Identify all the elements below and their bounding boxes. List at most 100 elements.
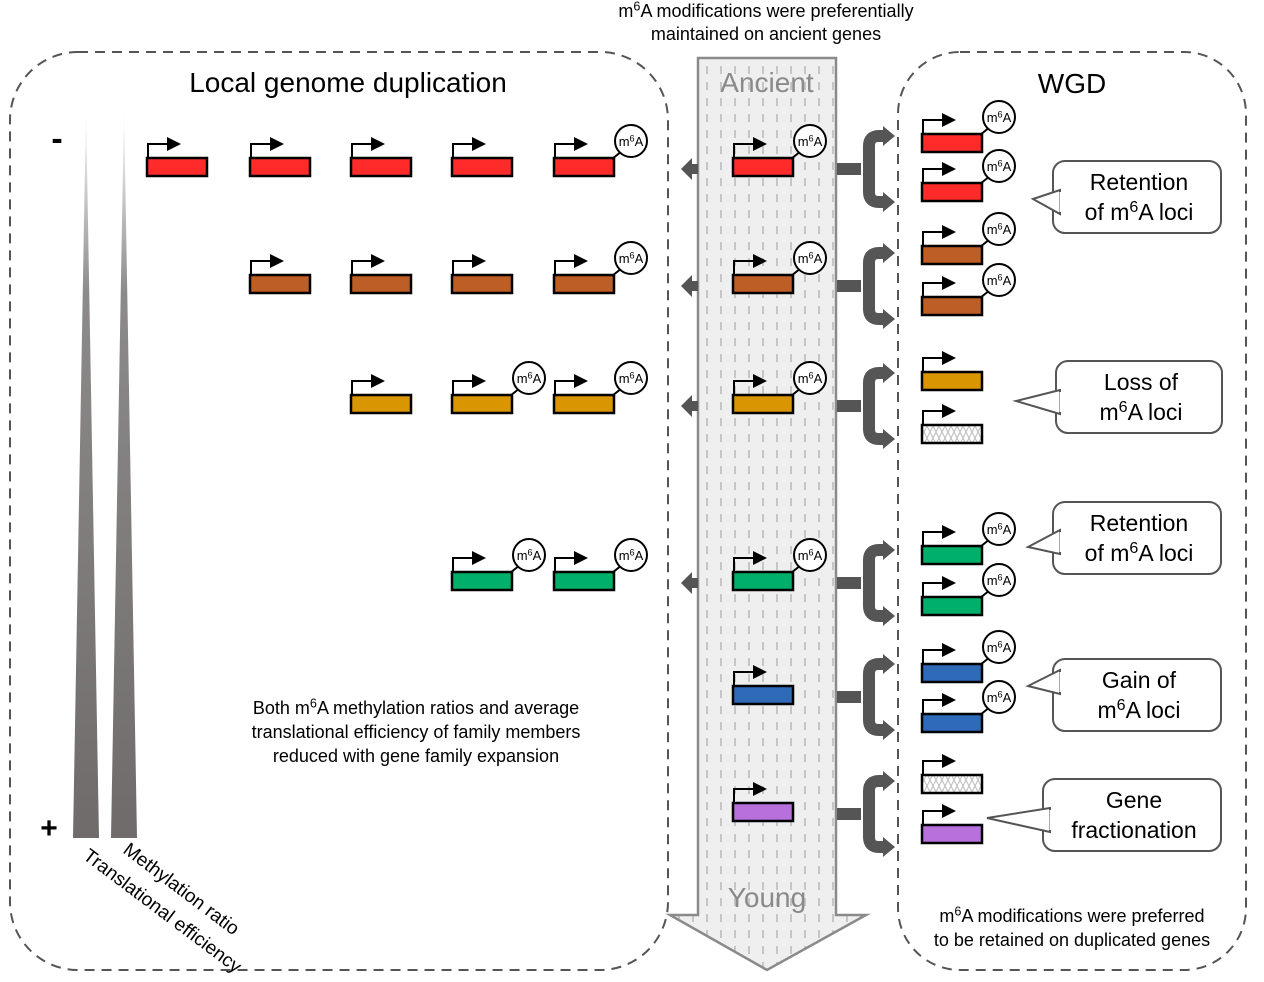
m6a-site-icon: m6A [790,124,827,160]
local-row-orange: m6A m6A [349,361,648,415]
local-summary-text: Both m6A methylation ratios and averaget… [252,697,581,766]
gene-red: m6A [731,124,827,178]
wgd-pair [920,351,984,445]
callout-text: m6A loci [1099,398,1182,425]
gene-body [450,393,514,415]
translational-efficiency-gradient [111,110,137,838]
gene-brown: m6A [552,241,648,295]
local-duplication-panel: Local genome duplication - + Methylation… [9,51,669,978]
promoter-arrow-icon [733,254,767,275]
gene-brown [450,254,514,295]
m6a-site-icon: m6A [790,361,827,397]
gene-body [349,273,413,295]
fork-arrow-icon [837,771,895,857]
m6a-label: m6A [619,250,644,266]
m6a-label: m6A [798,250,823,266]
local-row-green: m6A m6A [450,538,648,592]
m6a-site-icon: m6A [790,241,827,277]
wgd-pair [920,754,984,845]
lost-gene [920,754,984,795]
callout-text: m6A loci [1097,696,1180,723]
gene-green: m6A [552,538,648,592]
callout-text: Loss of [1104,369,1179,395]
methylation-ratio-gradient [73,110,99,838]
gene-body [731,273,795,295]
promoter-arrow-icon [351,254,385,275]
gene-body [920,181,984,203]
m6a-site-icon: m6A [979,630,1016,666]
callout-bubble: Loss of m6A loci [1012,360,1223,434]
lost-gene [920,404,984,445]
m6a-label: m6A [798,133,823,149]
promoter-arrow-icon [922,276,956,297]
callout-bubble: Retention of m6A loci [1025,501,1222,575]
promoter-arrow-icon [922,113,956,134]
m6a-site-icon: m6A [979,512,1016,548]
local-summary-line: Both m6A methylation ratios and average [253,697,579,718]
minus-label: - [51,120,62,158]
fork-arrow-icon [837,540,895,626]
top-caption-line-2: maintained on ancient genes [651,24,881,44]
m6a-label: m6A [987,689,1012,705]
gene-green: m6A [450,538,546,592]
gene-body [920,544,984,566]
gene-body [248,156,312,178]
gene-orange [349,374,413,415]
gene-body [450,273,514,295]
promoter-arrow-icon [733,137,767,158]
callout-bubble: Gain of m6A loci [1025,658,1222,732]
m6a-label: m6A [987,158,1012,174]
gene-orange: m6A [552,361,648,415]
gene-body [920,295,984,317]
fork-arrow-icon [837,243,895,329]
gene-blue [731,665,795,706]
local-row-red: m6A [145,124,648,178]
gene-body [731,801,795,823]
gene-body [920,244,984,266]
promoter-arrow-icon [554,551,588,572]
callout-text: Gene [1106,787,1162,813]
gene-red [145,137,209,178]
m6a-site-icon: m6A [979,212,1016,248]
gene-body [920,423,984,445]
m6a-site-icon: m6A [611,361,648,397]
gene-orange: m6A [731,361,827,415]
wgd-pair: m6A m6A [920,630,1016,734]
m6a-site-icon: m6A [509,361,546,397]
m6a-site-icon: m6A [611,241,648,277]
gene-red [450,137,514,178]
gene-red: m6A [920,149,1016,203]
left-arrow-icon [681,572,698,594]
m6a-site-icon: m6A [979,563,1016,599]
promoter-arrow-icon [554,374,588,395]
gene-red [349,137,413,178]
m6a-label: m6A [619,133,644,149]
left-arrow-icon [681,275,698,297]
promoter-arrow-icon [452,137,486,158]
gene-body [552,393,616,415]
gene-body [731,570,795,592]
wgd-pair: m6A m6A [920,512,1016,617]
gene-body [731,156,795,178]
fork-arrow-icon [837,654,895,740]
promoter-arrow-icon [147,137,181,158]
gene-body [248,273,312,295]
m6a-site-icon: m6A [790,538,827,574]
wgd-panel-title: WGD [1038,68,1106,99]
m6a-label: m6A [619,547,644,563]
local-gene-rows: m6A m6A m6A m6A m6A m6A [145,124,648,592]
gene-body [349,156,413,178]
m6a-label: m6A [987,272,1012,288]
promoter-arrow-icon [554,254,588,275]
gene-body [920,595,984,617]
gene-blue: m6A [920,680,1016,734]
gene-green: m6A [920,512,1016,566]
callout-text: of m6A loci [1085,539,1194,566]
promoter-arrow-icon [922,162,956,183]
gene-red [248,137,312,178]
m6a-label: m6A [987,572,1012,588]
callout-text: Gain of [1102,667,1177,693]
callout-text: Retention [1090,510,1188,536]
